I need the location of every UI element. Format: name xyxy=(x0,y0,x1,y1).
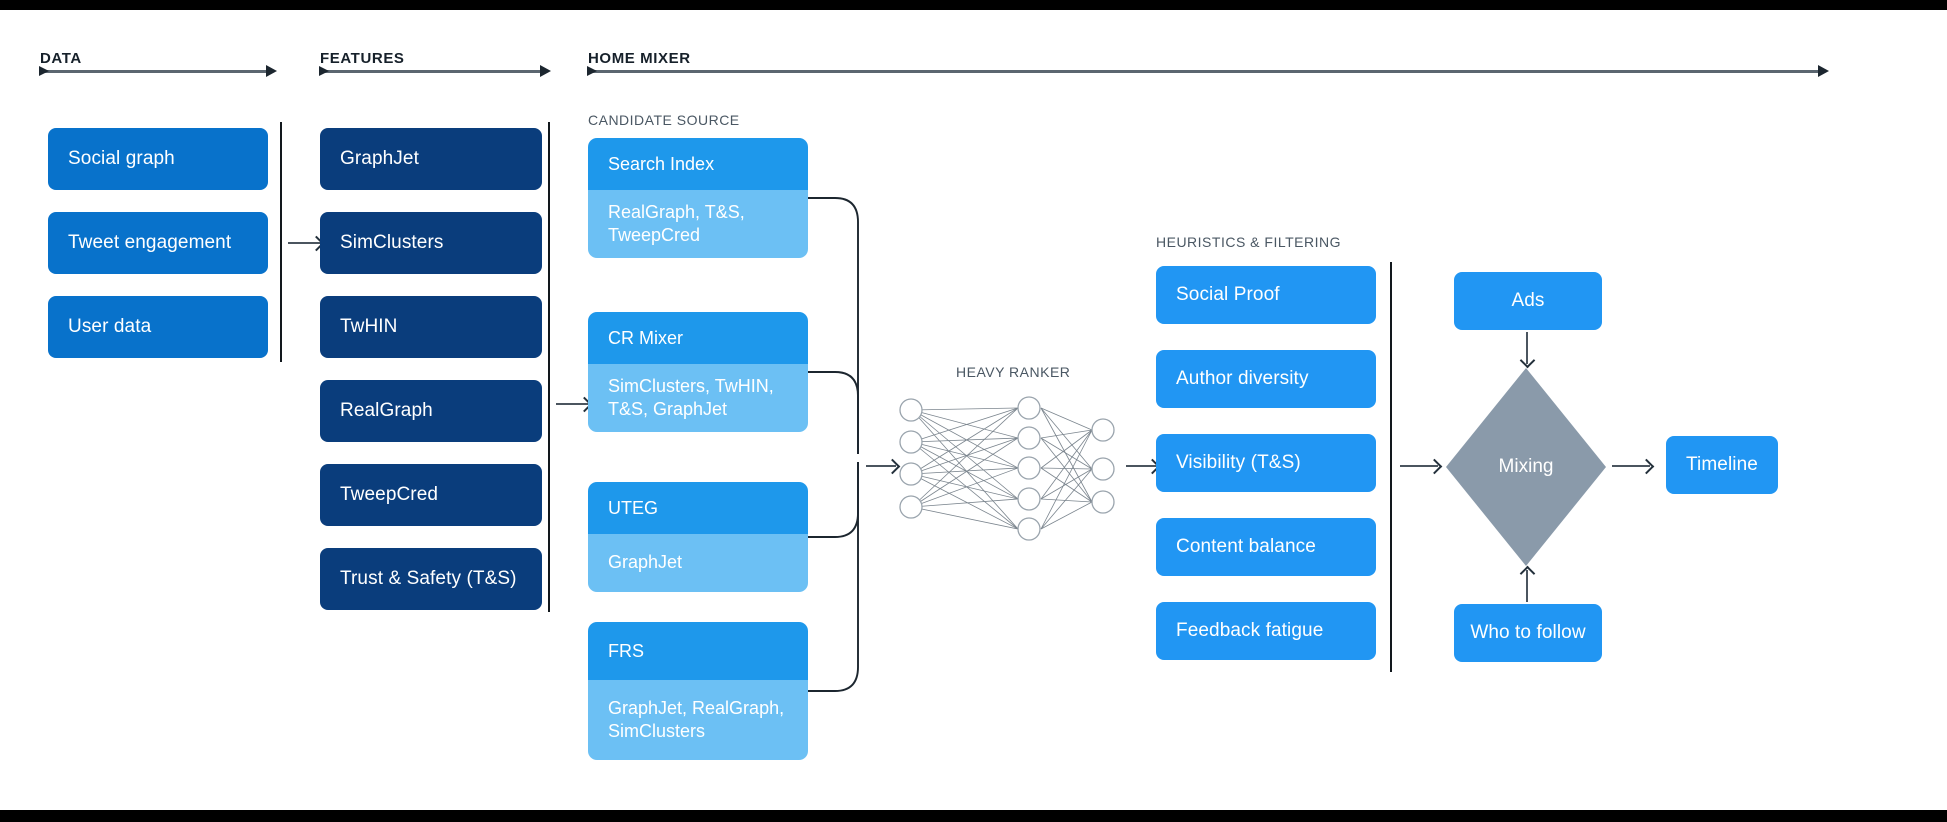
arrow-heuristics-to-mixing xyxy=(1400,465,1438,467)
sublabel-candidate-source: CANDIDATE SOURCE xyxy=(588,112,740,128)
connector-overlay xyxy=(808,197,1606,692)
candidate-source-features: GraphJet, RealGraph, SimClusters xyxy=(588,680,808,760)
arrow-who-to-follow-to-mixing xyxy=(1526,570,1528,602)
heuristic-card-social-proof[interactable]: Social Proof xyxy=(1156,266,1376,324)
output-card-label: Ads xyxy=(1511,290,1545,311)
arrow-data-to-features xyxy=(288,242,320,244)
candidate-source-title: CR Mixer xyxy=(588,312,808,364)
heuristic-card-visibility[interactable]: Visibility (T&S) xyxy=(1156,434,1376,492)
candidate-source-card-cr-mixer[interactable]: CR Mixer SimClusters, TwHIN, T&S, GraphJ… xyxy=(588,312,808,432)
heuristic-card-author-diversity[interactable]: Author diversity xyxy=(1156,350,1376,408)
feature-card-graphjet[interactable]: GraphJet xyxy=(320,128,542,190)
feature-card-realgraph[interactable]: RealGraph xyxy=(320,380,542,442)
axis-home-mixer xyxy=(587,65,1829,77)
output-card-who-to-follow[interactable]: Who to follow xyxy=(1454,604,1602,662)
candidate-source-card-frs[interactable]: FRS GraphJet, RealGraph, SimClusters xyxy=(588,622,808,760)
heavy-ranker-network xyxy=(899,396,1115,541)
section-label-features: FEATURES xyxy=(320,50,405,67)
mixing-node[interactable]: Mixing xyxy=(1446,368,1606,566)
feature-card-tweepcred[interactable]: TweepCred xyxy=(320,464,542,526)
data-card-label: Tweet engagement xyxy=(68,232,232,253)
heuristic-card-content-balance[interactable]: Content balance xyxy=(1156,518,1376,576)
feature-card-twhin[interactable]: TwHIN xyxy=(320,296,542,358)
feature-card-label: TweepCred xyxy=(340,484,439,505)
data-card-tweet-engagement[interactable]: Tweet engagement xyxy=(48,212,268,274)
arrow-ads-to-mixing xyxy=(1526,332,1528,364)
mixing-label: Mixing xyxy=(1498,456,1554,477)
heuristic-card-label: Feedback fatigue xyxy=(1176,620,1324,641)
output-card-label: Timeline xyxy=(1686,454,1758,475)
diagram-canvas: DATA FEATURES HOME MIXER CANDIDATE SOURC… xyxy=(0,10,1947,810)
candidate-source-title: UTEG xyxy=(588,482,808,534)
feature-card-trust-safety[interactable]: Trust & Safety (T&S) xyxy=(320,548,542,610)
axis-data xyxy=(39,65,277,77)
data-card-social-graph[interactable]: Social graph xyxy=(48,128,268,190)
data-card-user-data[interactable]: User data xyxy=(48,296,268,358)
candidate-source-card-search-index[interactable]: Search Index RealGraph, T&S, TweepCred xyxy=(588,138,808,258)
heuristic-card-label: Visibility (T&S) xyxy=(1176,452,1301,473)
sublabel-heavy-ranker: HEAVY RANKER xyxy=(956,364,1071,380)
data-card-label: Social graph xyxy=(68,148,175,169)
section-label-home-mixer: HOME MIXER xyxy=(588,50,691,67)
arrow-candidate-to-ranker xyxy=(866,465,896,467)
heuristic-card-label: Content balance xyxy=(1176,536,1316,557)
arrow-mixing-to-timeline xyxy=(1612,465,1650,467)
divider-features-homemixer xyxy=(548,122,550,612)
feature-card-label: Trust & Safety (T&S) xyxy=(340,568,517,589)
heuristic-card-label: Social Proof xyxy=(1176,284,1280,305)
feature-card-label: TwHIN xyxy=(340,316,398,337)
candidate-source-features: SimClusters, TwHIN, T&S, GraphJet xyxy=(588,364,808,432)
arrow-features-to-candidate-source xyxy=(556,403,588,405)
candidate-source-features: RealGraph, T&S, TweepCred xyxy=(588,190,808,258)
candidate-source-title: FRS xyxy=(588,622,808,680)
output-card-timeline[interactable]: Timeline xyxy=(1666,436,1778,494)
data-card-label: User data xyxy=(68,316,152,337)
feature-card-simclusters[interactable]: SimClusters xyxy=(320,212,542,274)
candidate-source-card-uteg[interactable]: UTEG GraphJet xyxy=(588,482,808,592)
divider-data-features xyxy=(280,122,282,362)
section-label-data: DATA xyxy=(40,50,82,67)
feature-card-label: GraphJet xyxy=(340,148,419,169)
candidate-source-features: GraphJet xyxy=(588,534,808,592)
sublabel-heuristics: HEURISTICS & FILTERING xyxy=(1156,234,1341,250)
feature-card-label: RealGraph xyxy=(340,400,433,421)
heuristic-card-label: Author diversity xyxy=(1176,368,1309,389)
candidate-source-title: Search Index xyxy=(588,138,808,190)
axis-features xyxy=(319,65,551,77)
arrow-ranker-to-heuristics xyxy=(1126,465,1156,467)
feature-card-label: SimClusters xyxy=(340,232,444,253)
divider-heuristics-output xyxy=(1390,262,1392,672)
heuristic-card-feedback-fatigue[interactable]: Feedback fatigue xyxy=(1156,602,1376,660)
output-card-ads[interactable]: Ads xyxy=(1454,272,1602,330)
output-card-label: Who to follow xyxy=(1470,622,1586,643)
